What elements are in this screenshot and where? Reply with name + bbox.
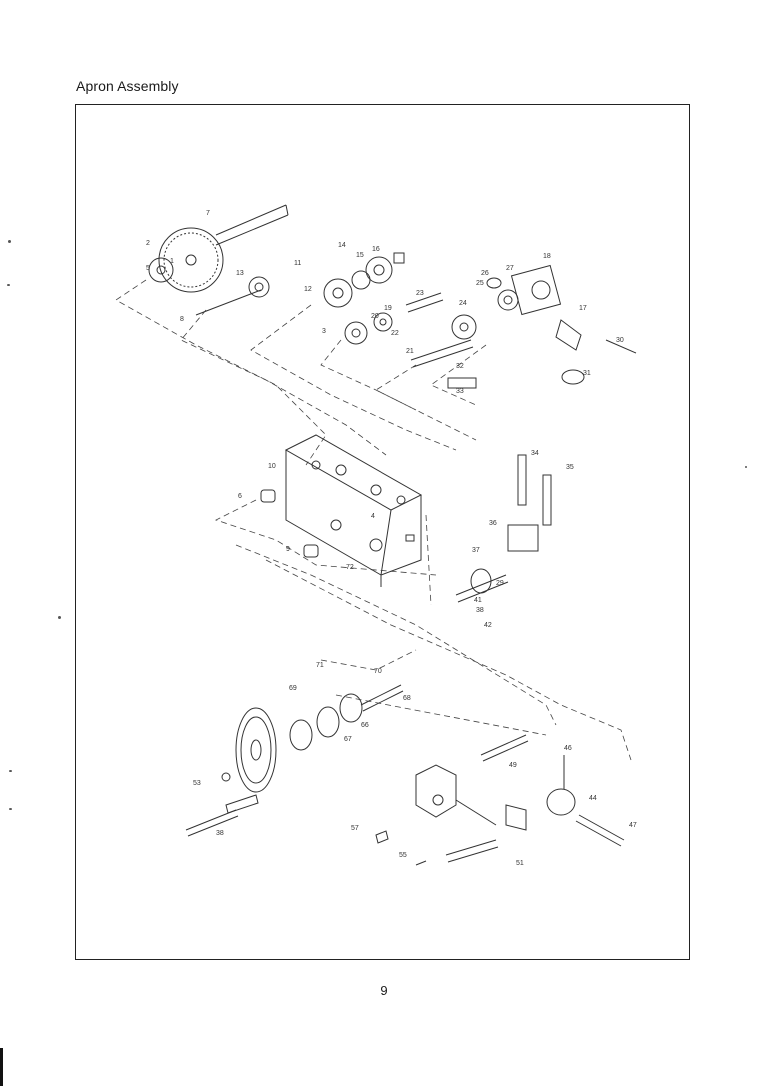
scan-speck	[9, 770, 12, 772]
callout-label: 37	[472, 547, 480, 554]
page-number: 9	[380, 983, 388, 998]
callout-label: 22	[391, 330, 399, 337]
callout-label: 19	[384, 305, 392, 312]
callout-label: 34	[531, 450, 539, 457]
scan-speck	[58, 616, 61, 619]
callout-label: 18	[543, 253, 551, 260]
gib-brackets	[455, 454, 552, 603]
callout-label: 71	[316, 662, 324, 669]
assembly-dash-lines	[115, 279, 632, 761]
callout-label: 7	[206, 210, 210, 217]
callout-label: 30	[616, 337, 624, 344]
callout-label: 26	[481, 270, 489, 277]
callout-label: 35	[566, 464, 574, 471]
callout-label: 67	[344, 736, 352, 743]
handwheel-assembly	[185, 684, 404, 837]
callout-label: 3	[322, 328, 326, 335]
callout-label: 68	[403, 695, 411, 702]
callout-label: 4	[371, 513, 375, 520]
callout-label: 29	[496, 580, 504, 587]
callout-label: 17	[579, 305, 587, 312]
scan-speck	[745, 466, 747, 468]
callout-label: 66	[361, 722, 369, 729]
callout-label: 21	[406, 348, 414, 355]
callout-labels: 1 8 13 7 2 5 11 12 14 16 15 19 3 23 22 2…	[146, 210, 637, 867]
apron-housing	[260, 434, 423, 587]
callout-label: 69	[289, 685, 297, 692]
callout-label: 42	[484, 622, 492, 629]
callout-label: 72	[346, 564, 354, 571]
callout-label: 38	[476, 607, 484, 614]
callout-label: 12	[304, 286, 312, 293]
callout-label: 25	[476, 280, 484, 287]
scan-edge-mark	[0, 1048, 3, 1086]
callout-label: 46	[564, 745, 572, 752]
callout-label: 33	[456, 388, 464, 395]
right-gearbox	[447, 264, 637, 389]
callout-label: 51	[516, 860, 524, 867]
callout-label: 1	[170, 258, 174, 265]
callout-label: 55	[399, 852, 407, 859]
callout-label: 23	[416, 290, 424, 297]
page-title: Apron Assembly	[76, 78, 179, 94]
callout-label: 15	[356, 252, 364, 259]
callout-label: 9	[286, 546, 290, 553]
lever-assembly	[375, 734, 625, 866]
callout-label: 8	[180, 316, 184, 323]
large-gear-assembly	[148, 204, 289, 316]
callout-label: 6	[238, 493, 242, 500]
callout-label: 5	[146, 265, 150, 272]
callout-label: 70	[374, 668, 382, 675]
exploded-view-drawing: 1 8 13 7 2 5 11 12 14 16 15 19 3 23 22 2…	[115, 204, 637, 867]
callout-label: 53	[193, 780, 201, 787]
callout-label: 27	[506, 265, 514, 272]
callout-label: 10	[268, 463, 276, 470]
callout-label: 20	[371, 313, 379, 320]
callout-label: 2	[146, 240, 150, 247]
diagram-frame: 1 8 13 7 2 5 11 12 14 16 15 19 3 23 22 2…	[75, 104, 690, 960]
callout-label: 38	[216, 830, 224, 837]
callout-label: 16	[372, 246, 380, 253]
callout-label: 41	[474, 597, 482, 604]
callout-label: 44	[589, 795, 597, 802]
callout-label: 31	[583, 370, 591, 377]
callout-label: 14	[338, 242, 346, 249]
callout-label: 57	[351, 825, 359, 832]
scan-speck	[7, 284, 10, 286]
callout-label: 24	[459, 300, 467, 307]
gear-cluster	[323, 252, 474, 368]
callout-label: 13	[236, 270, 244, 277]
callout-label: 49	[509, 762, 517, 769]
callout-label: 47	[629, 822, 637, 829]
callout-label: 11	[294, 260, 301, 267]
scan-speck	[9, 808, 12, 810]
callout-label: 32	[456, 363, 464, 370]
scan-speck	[8, 240, 11, 243]
callout-label: 36	[489, 520, 497, 527]
